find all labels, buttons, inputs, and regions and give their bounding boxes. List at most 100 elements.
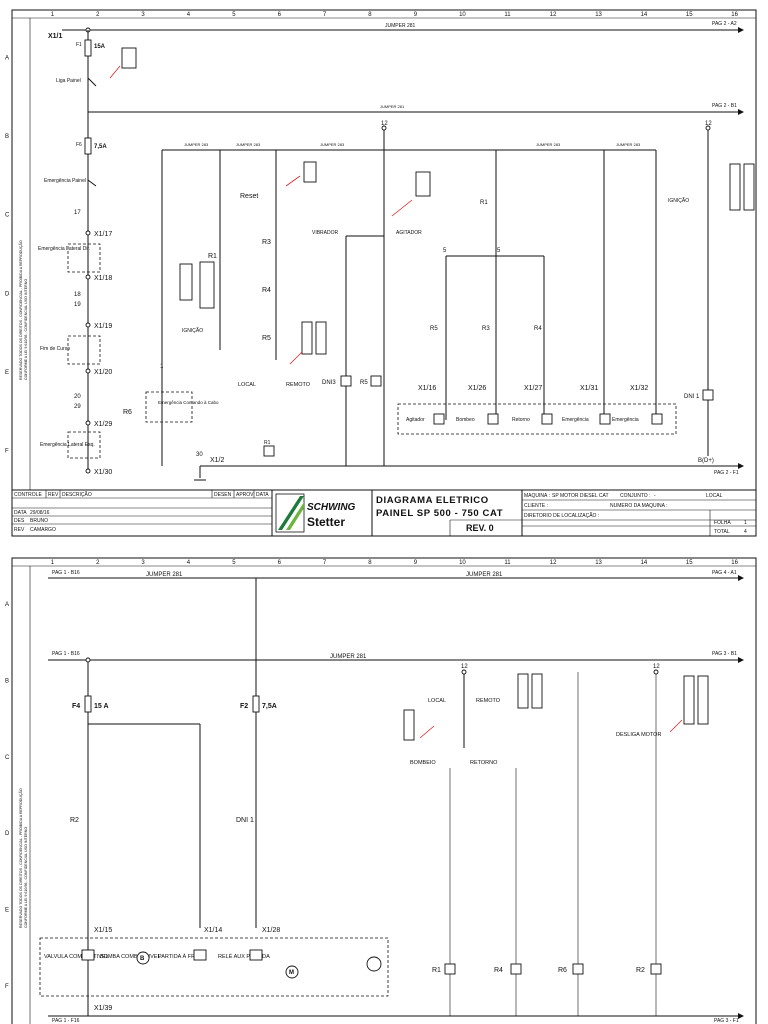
row-letter-C: C (5, 213, 10, 219)
vibrador-label: VIBRADOR (312, 230, 339, 236)
schwing-stetter-logo: SCHWING Stetter (275, 493, 356, 533)
column-number-9: 9 (414, 12, 418, 18)
column-number-13: 13 (595, 560, 602, 566)
svg-text:RESERVADO TODOS OS DIREITOS -: RESERVADO TODOS OS DIREITOS - CONFIDENCI… (18, 788, 23, 928)
column-number-4: 4 (187, 12, 191, 18)
bombeio-label: BOMBEIO (410, 760, 436, 766)
column-number-16: 16 (731, 560, 738, 566)
column-number-2: 2 (96, 560, 100, 566)
ignicao-label: IGNIÇÃO (182, 327, 203, 334)
terminal-x1-15: X1/15 (94, 927, 112, 934)
row-letter-A: A (5, 55, 9, 61)
jumper-label-top: JUMPER 281 (385, 23, 416, 29)
emergencia-comando-box (145, 391, 193, 423)
column-number-8: 8 (368, 560, 372, 566)
column-number-5: 5 (232, 560, 236, 566)
title-block: CONTROLE REV DESCRIÇÃO DESEN APROV DATA … (12, 489, 756, 536)
column-number-14: 14 (641, 12, 648, 18)
svg-text:Emergência Lateral Dir.: Emergência Lateral Dir. (38, 246, 90, 252)
svg-text:R4: R4 (494, 967, 503, 974)
fuse-f2-rating: 7,5A (262, 703, 277, 710)
column-number-5: 5 (232, 12, 236, 18)
column-number-3: 3 (141, 560, 145, 566)
column-number-15: 15 (686, 560, 693, 566)
dni1-contact: DNI 1 (236, 817, 254, 824)
svg-text:APROV: APROV (236, 492, 254, 498)
svg-text:Stetter: Stetter (307, 515, 345, 529)
row-letter-E: E (5, 908, 9, 914)
svg-text:X1/20: X1/20 (94, 369, 112, 376)
page-ref-f1-2: PAG 3 - F1 (714, 1018, 739, 1024)
svg-text:Emergência Lateral Esq.: Emergência Lateral Esq. (40, 442, 95, 448)
relay-r2-contact: R2 (70, 817, 79, 824)
bomba-label: BOMBA COMBUSTIVEL (100, 954, 161, 960)
node-5b: 5 (497, 248, 501, 254)
relay-r3-contact-label: R3 (262, 239, 271, 246)
remoto-label-2: REMOTO (476, 698, 501, 704)
column-number-16: 16 (731, 12, 738, 18)
relay-r4-contact-label: R4 (262, 287, 271, 294)
row-letter-F: F (5, 449, 9, 455)
svg-text:DATA: DATA (14, 510, 27, 516)
column-number-7: 7 (323, 12, 327, 18)
svg-text:Emergência: Emergência (612, 417, 639, 423)
svg-text:X1/18: X1/18 (94, 275, 112, 282)
terminal-x1-28: X1/28 (262, 927, 280, 934)
svg-text:19: 19 (74, 302, 81, 308)
page-ref-in-top: PAG 1 - B16 (52, 570, 80, 576)
svg-text:DATA: DATA (256, 492, 269, 498)
title-line-1: DIAGRAMA ELETRICO (376, 495, 489, 506)
svg-text:DESEN: DESEN (214, 492, 232, 498)
column-number-6: 6 (278, 560, 282, 566)
terminal-x1-39: X1/39 (94, 1005, 112, 1012)
svg-text:DES: DES (14, 518, 25, 524)
jumper-small-d: JUMPER 283 (536, 142, 561, 147)
svg-text:BRUNO: BRUNO (30, 518, 48, 524)
row-letter-B: B (5, 134, 9, 140)
title-line-2: PAINEL SP 500 - 750 CAT (376, 508, 503, 519)
row-letter-D: D (5, 291, 10, 297)
svg-text:18: 18 (74, 292, 81, 298)
svg-text:X1/17: X1/17 (94, 231, 112, 238)
terminal-x1-1: X1/1 (48, 33, 63, 40)
svg-text:CONTROLE: CONTROLE (14, 492, 42, 498)
column-number-3: 3 (141, 12, 145, 18)
relay-r6-label: R6 (123, 409, 132, 416)
fuse-f4-rating: 15 A (94, 703, 109, 710)
svg-text:1: 1 (744, 520, 747, 526)
svg-text:X1/31: X1/31 (580, 385, 598, 392)
column-number-1: 1 (51, 560, 55, 566)
relay-r1-block (199, 261, 215, 309)
sheet-frame (11, 9, 757, 537)
node-12b: 12 (705, 121, 712, 127)
fuse-f1 (84, 39, 92, 57)
relay-r1-label: R1 (208, 253, 217, 260)
jumper-small-a: JUMPER 283 (184, 142, 209, 147)
page-ref-in-bot: PAG 1 - F16 (52, 1018, 80, 1024)
svg-text:DIRETORIO DE LOCALIZAÇÃO :: DIRETORIO DE LOCALIZAÇÃO : (524, 512, 599, 519)
relay-r4-contact-right: R4 (534, 326, 542, 332)
svg-text:Bombeo: Bombeo (456, 417, 475, 423)
relay-r1-contact-right: R1 (480, 200, 488, 206)
emergencia-painel-label: Emergência Painel (44, 178, 86, 184)
svg-text:X1/19: X1/19 (94, 323, 112, 330)
page-ref-a2: PAG 2 - A2 (712, 21, 737, 27)
jumper-top-b: JUMPER 281 (466, 572, 503, 578)
retorno-label: RETORNO (470, 760, 498, 766)
svg-text:-: - (654, 493, 656, 499)
svg-text:R1: R1 (264, 440, 271, 446)
jumper-label-mid: JUMPER 281 (380, 104, 405, 109)
copyright-band: RESERVADO TODOS OS DIREITOS - CONFIDENCI… (18, 240, 28, 380)
jumper-small-c: JUMPER 283 (320, 142, 345, 147)
page-ref-a1: PAG 4 - A1 (712, 570, 737, 576)
b-d-plus-label: B(D+) (698, 458, 714, 464)
starter-motor-icon (285, 965, 299, 979)
fuse-f2-label: F2 (240, 703, 248, 710)
page-ref-b1-2: PAG 3 - B1 (712, 651, 737, 657)
column-number-6: 6 (278, 12, 282, 18)
